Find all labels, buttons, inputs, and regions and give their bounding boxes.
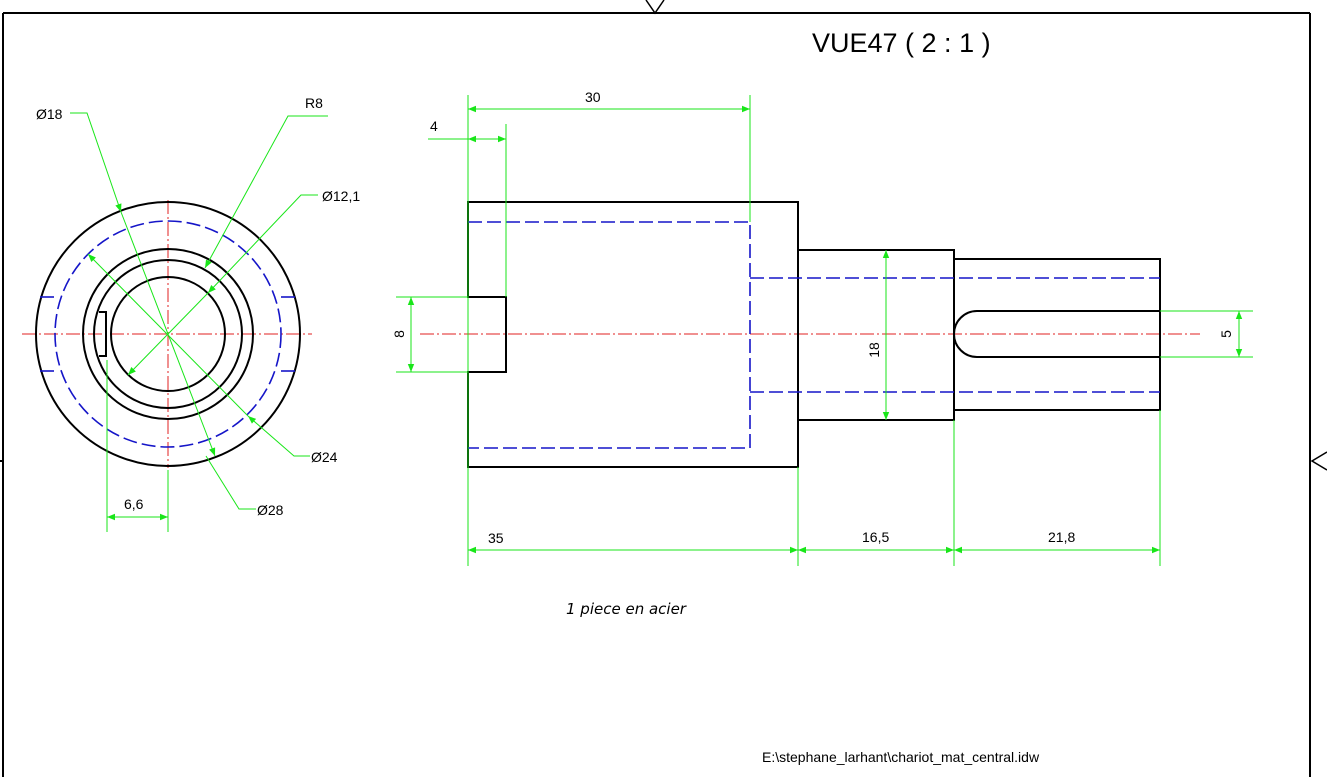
leader-d12-1 <box>207 194 318 294</box>
file-path: E:\stephane_larhant\chariot_mat_central.… <box>762 749 1040 765</box>
hidden-circle-d24 <box>54 220 282 448</box>
dimension-8: 8 <box>391 330 407 338</box>
dimension-4: 4 <box>430 118 438 134</box>
circle-r8 <box>93 259 243 409</box>
small-shaft-outline <box>954 258 1161 411</box>
top-center-mark <box>645 0 665 15</box>
dimension-21-8: 21,8 <box>1048 529 1075 545</box>
dimension-d28: Ø28 <box>257 502 284 518</box>
leader-d28 <box>205 455 256 510</box>
view-title: VUE47 ( 2 : 1 ) <box>812 28 991 58</box>
dimension-16-5: 16,5 <box>862 529 889 545</box>
dimension-r8: R8 <box>305 95 323 111</box>
dimension-d12-1: Ø12,1 <box>322 188 360 204</box>
shaft-slot <box>953 310 1160 358</box>
dimension-5: 5 <box>1218 330 1234 338</box>
dimension-35: 35 <box>488 530 504 546</box>
inner-circle-d12-1 <box>110 276 226 392</box>
leader-r8 <box>204 115 328 269</box>
front-view: 6,6 Ø18 R8 Ø12,1 Ø24 Ø28 <box>22 95 360 532</box>
dimension-18: 18 <box>866 342 882 358</box>
leader-d18 <box>70 112 122 213</box>
circle-d18 <box>82 248 254 420</box>
leader-d24 <box>247 415 310 457</box>
dimension-6-6: 6,6 <box>124 496 144 512</box>
dimension-d24: Ø24 <box>311 449 338 465</box>
keyway-slot <box>99 311 107 357</box>
outer-circle-d28 <box>35 201 301 467</box>
hidden-bore <box>468 221 751 449</box>
middle-step-outline <box>798 249 955 421</box>
dimension-d18: Ø18 <box>36 106 63 122</box>
dimension-30: 30 <box>585 89 601 105</box>
side-view: 30 4 8 18 5 35 16,5 21,8 <box>391 89 1253 566</box>
material-note: 1 piece en acier <box>566 600 687 618</box>
right-center-mark <box>1310 451 1327 471</box>
